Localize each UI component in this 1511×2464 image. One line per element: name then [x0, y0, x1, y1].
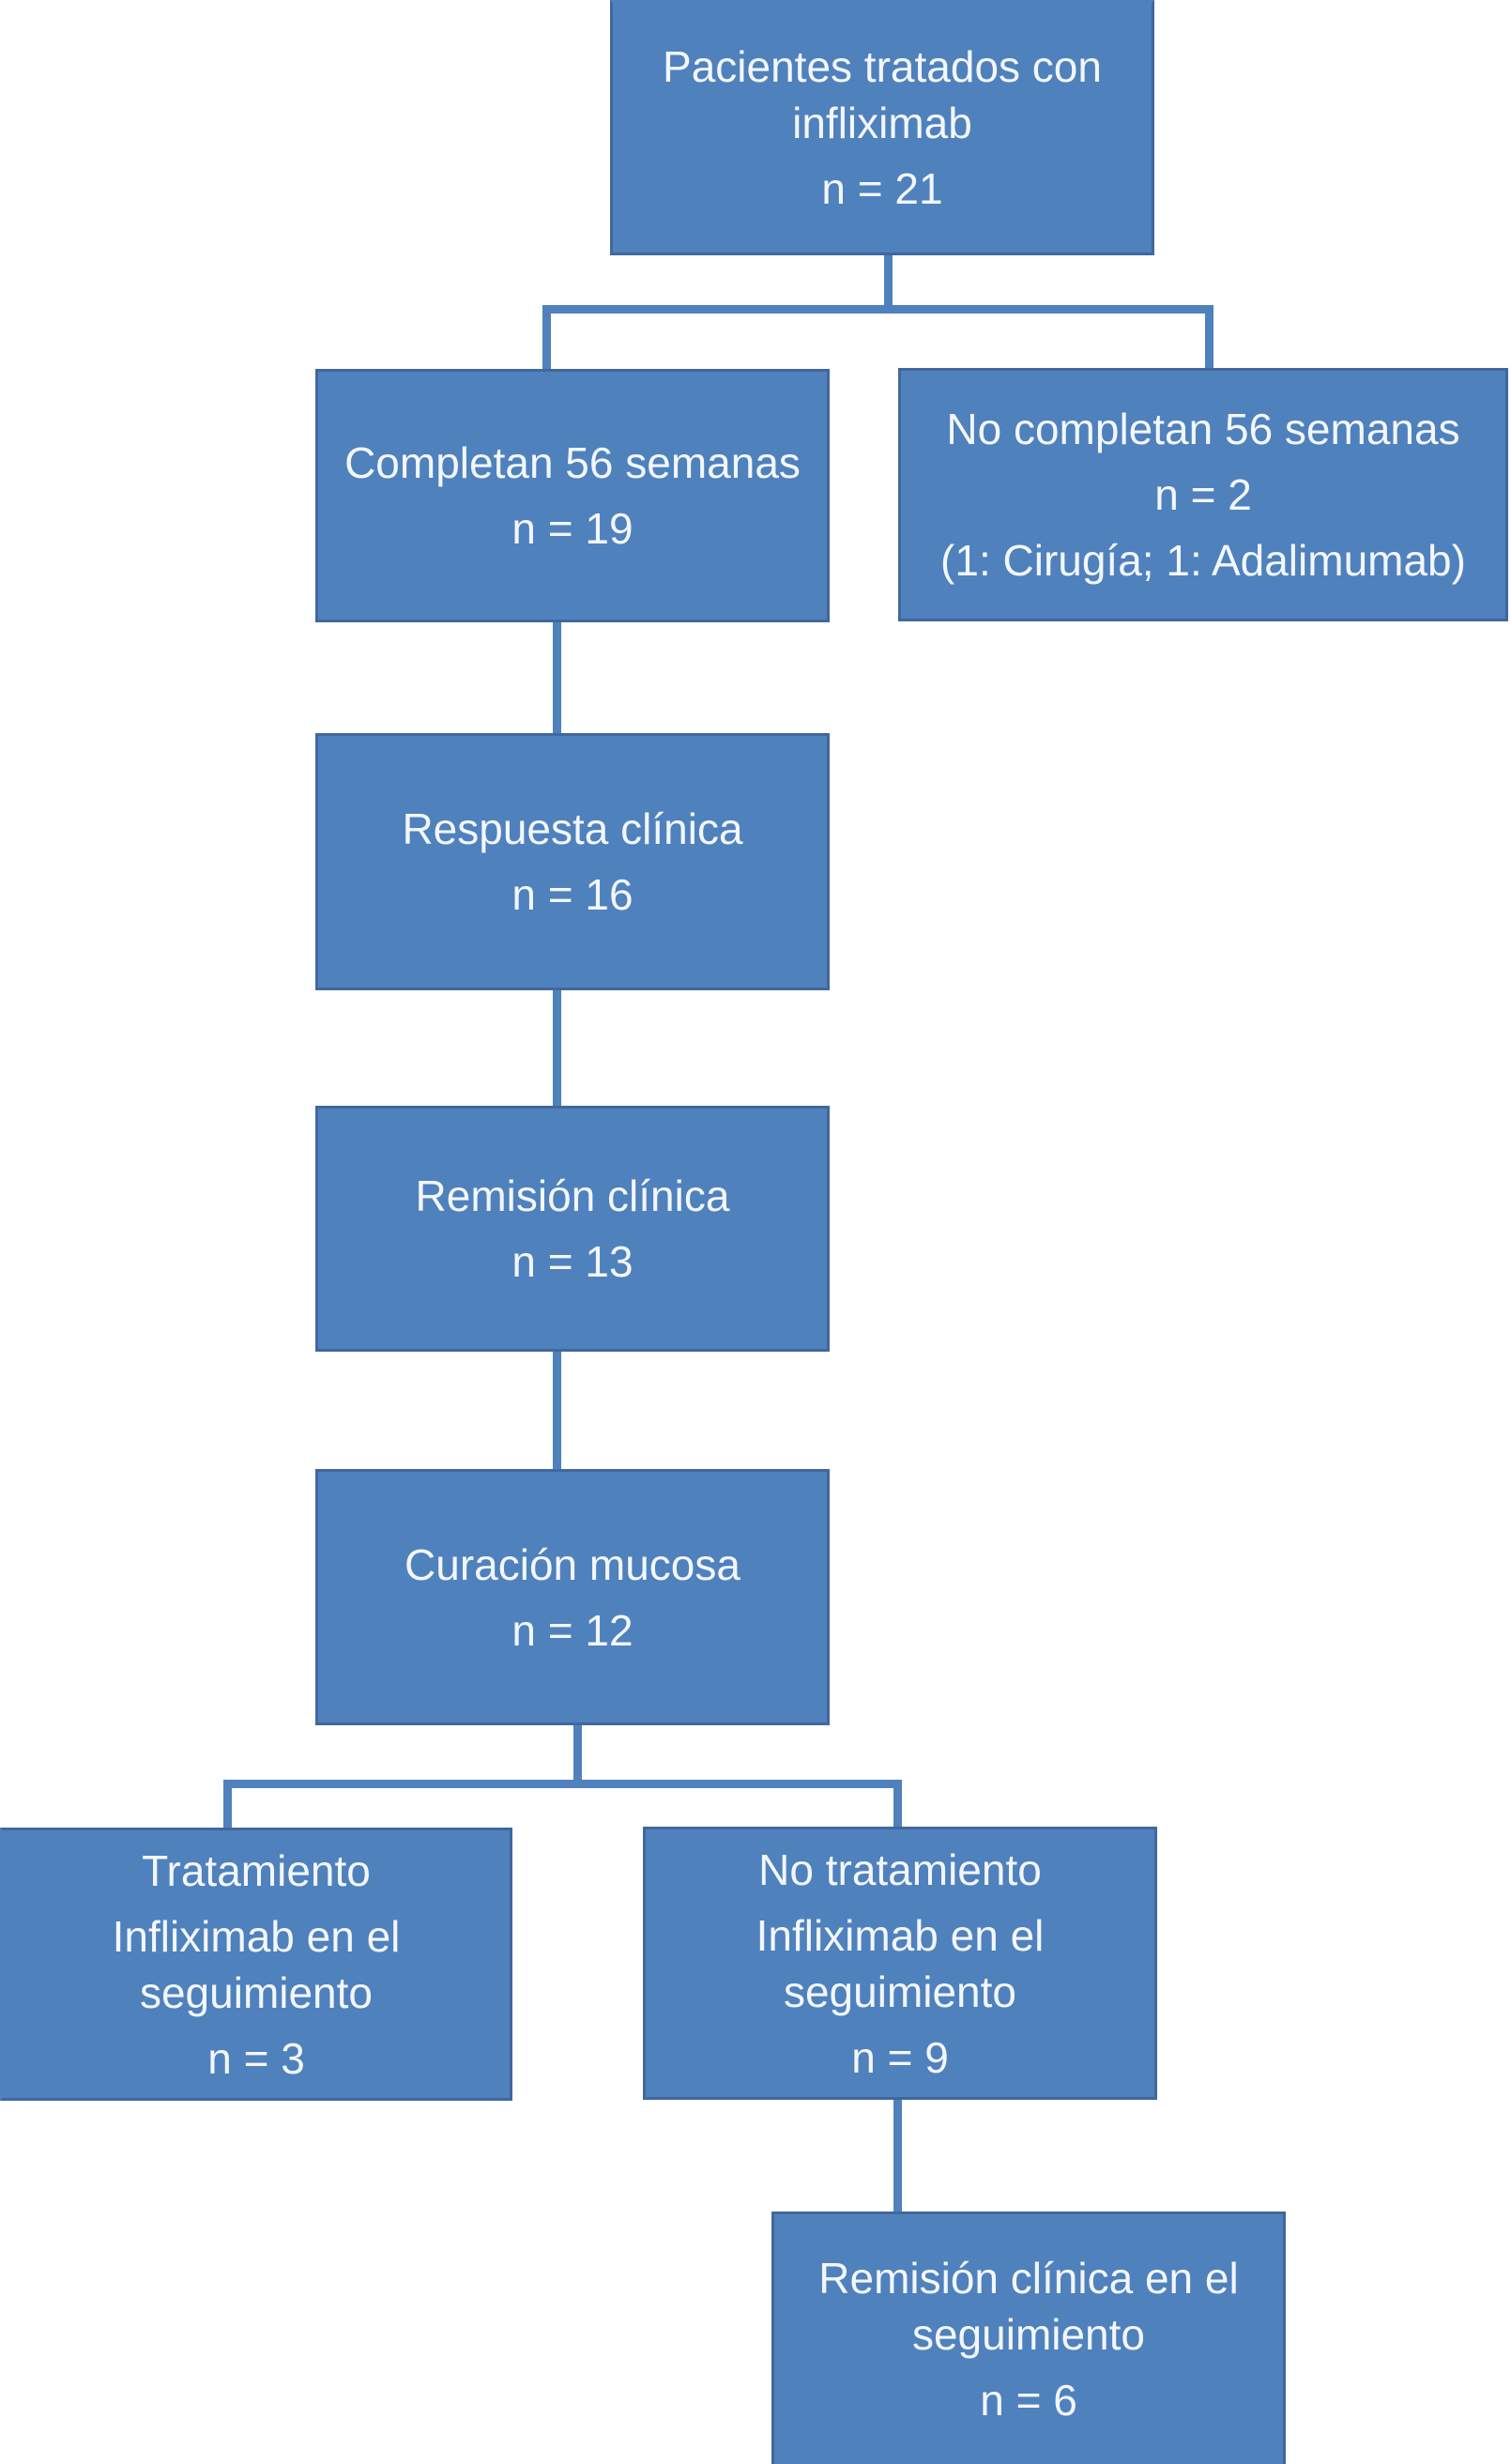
connector-mucosal-down	[573, 1723, 582, 1788]
connector-response-to-remission	[553, 988, 561, 1108]
connector-remission-to-mucosal	[553, 1350, 561, 1471]
box-title: Remisión clínica	[415, 1171, 730, 1220]
box-n-value: n = 3	[207, 2033, 305, 2083]
box-n-value: n = 12	[511, 1605, 633, 1655]
connector-split-week56-horizontal	[542, 305, 1213, 314]
box-n-value: n = 13	[511, 1237, 633, 1286]
box-clinical-response: Respuesta clínica n = 16	[315, 733, 830, 990]
box-title: Tratamiento	[142, 1845, 371, 1895]
connector-to-completers	[542, 305, 551, 371]
box-subtitle: Infliximab en el seguimiento	[756, 1910, 1045, 2016]
connector-completers-to-response	[553, 620, 561, 735]
connector-to-non-completers	[1205, 305, 1213, 370]
box-infliximab-treatment-followup: Tratamiento Infliximab en el seguimiento…	[0, 1828, 512, 2101]
box-title: Remisión clínica en el seguimiento	[818, 2254, 1239, 2359]
box-mucosal-healing: Curación mucosa n = 12	[315, 1469, 830, 1725]
box-clinical-remission-followup: Remisión clínica en el seguimiento n = 6	[771, 2211, 1286, 2464]
box-no-infliximab-treatment-followup: No tratamiento Infliximab en el seguimie…	[643, 1827, 1157, 2100]
box-title: Completan 56 semanas	[344, 438, 801, 487]
box-n-value: n = 9	[851, 2032, 949, 2082]
box-subtitle: Infliximab en el seguimiento	[112, 1911, 401, 2017]
connector-to-followup-remission	[893, 2098, 902, 2213]
box-clinical-remission: Remisión clínica n = 13	[315, 1106, 830, 1352]
connector-to-no-ifx-treatment	[893, 1780, 902, 1829]
box-n-value: n = 2	[1154, 470, 1252, 519]
box-n-value: n = 6	[980, 2376, 1077, 2425]
box-title: Respuesta clínica	[402, 804, 743, 853]
box-title: Pacientes tratados con infliximab	[663, 42, 1102, 147]
box-n-value: n = 19	[511, 504, 633, 553]
box-n-value: n = 21	[821, 164, 943, 213]
connector-patients-down	[884, 253, 893, 314]
connector-to-ifx-treatment	[223, 1780, 232, 1829]
box-n-value: n = 16	[511, 870, 633, 919]
box-title: No tratamiento	[758, 1844, 1042, 1894]
box-completed-56-weeks: Completan 56 semanas n = 19	[315, 369, 830, 622]
connector-split-followup-horizontal	[223, 1780, 902, 1788]
box-title: Curación mucosa	[404, 1539, 740, 1589]
box-title: No completan 56 semanas	[946, 405, 1460, 453]
box-patients-treated: Pacientes tratados con infliximab n = 21	[610, 0, 1154, 255]
box-not-completed-56-weeks: No completan 56 semanas n = 2 (1: Cirugí…	[898, 368, 1508, 621]
box-note: (1: Cirugía; 1: Adalimumab)	[940, 536, 1466, 585]
